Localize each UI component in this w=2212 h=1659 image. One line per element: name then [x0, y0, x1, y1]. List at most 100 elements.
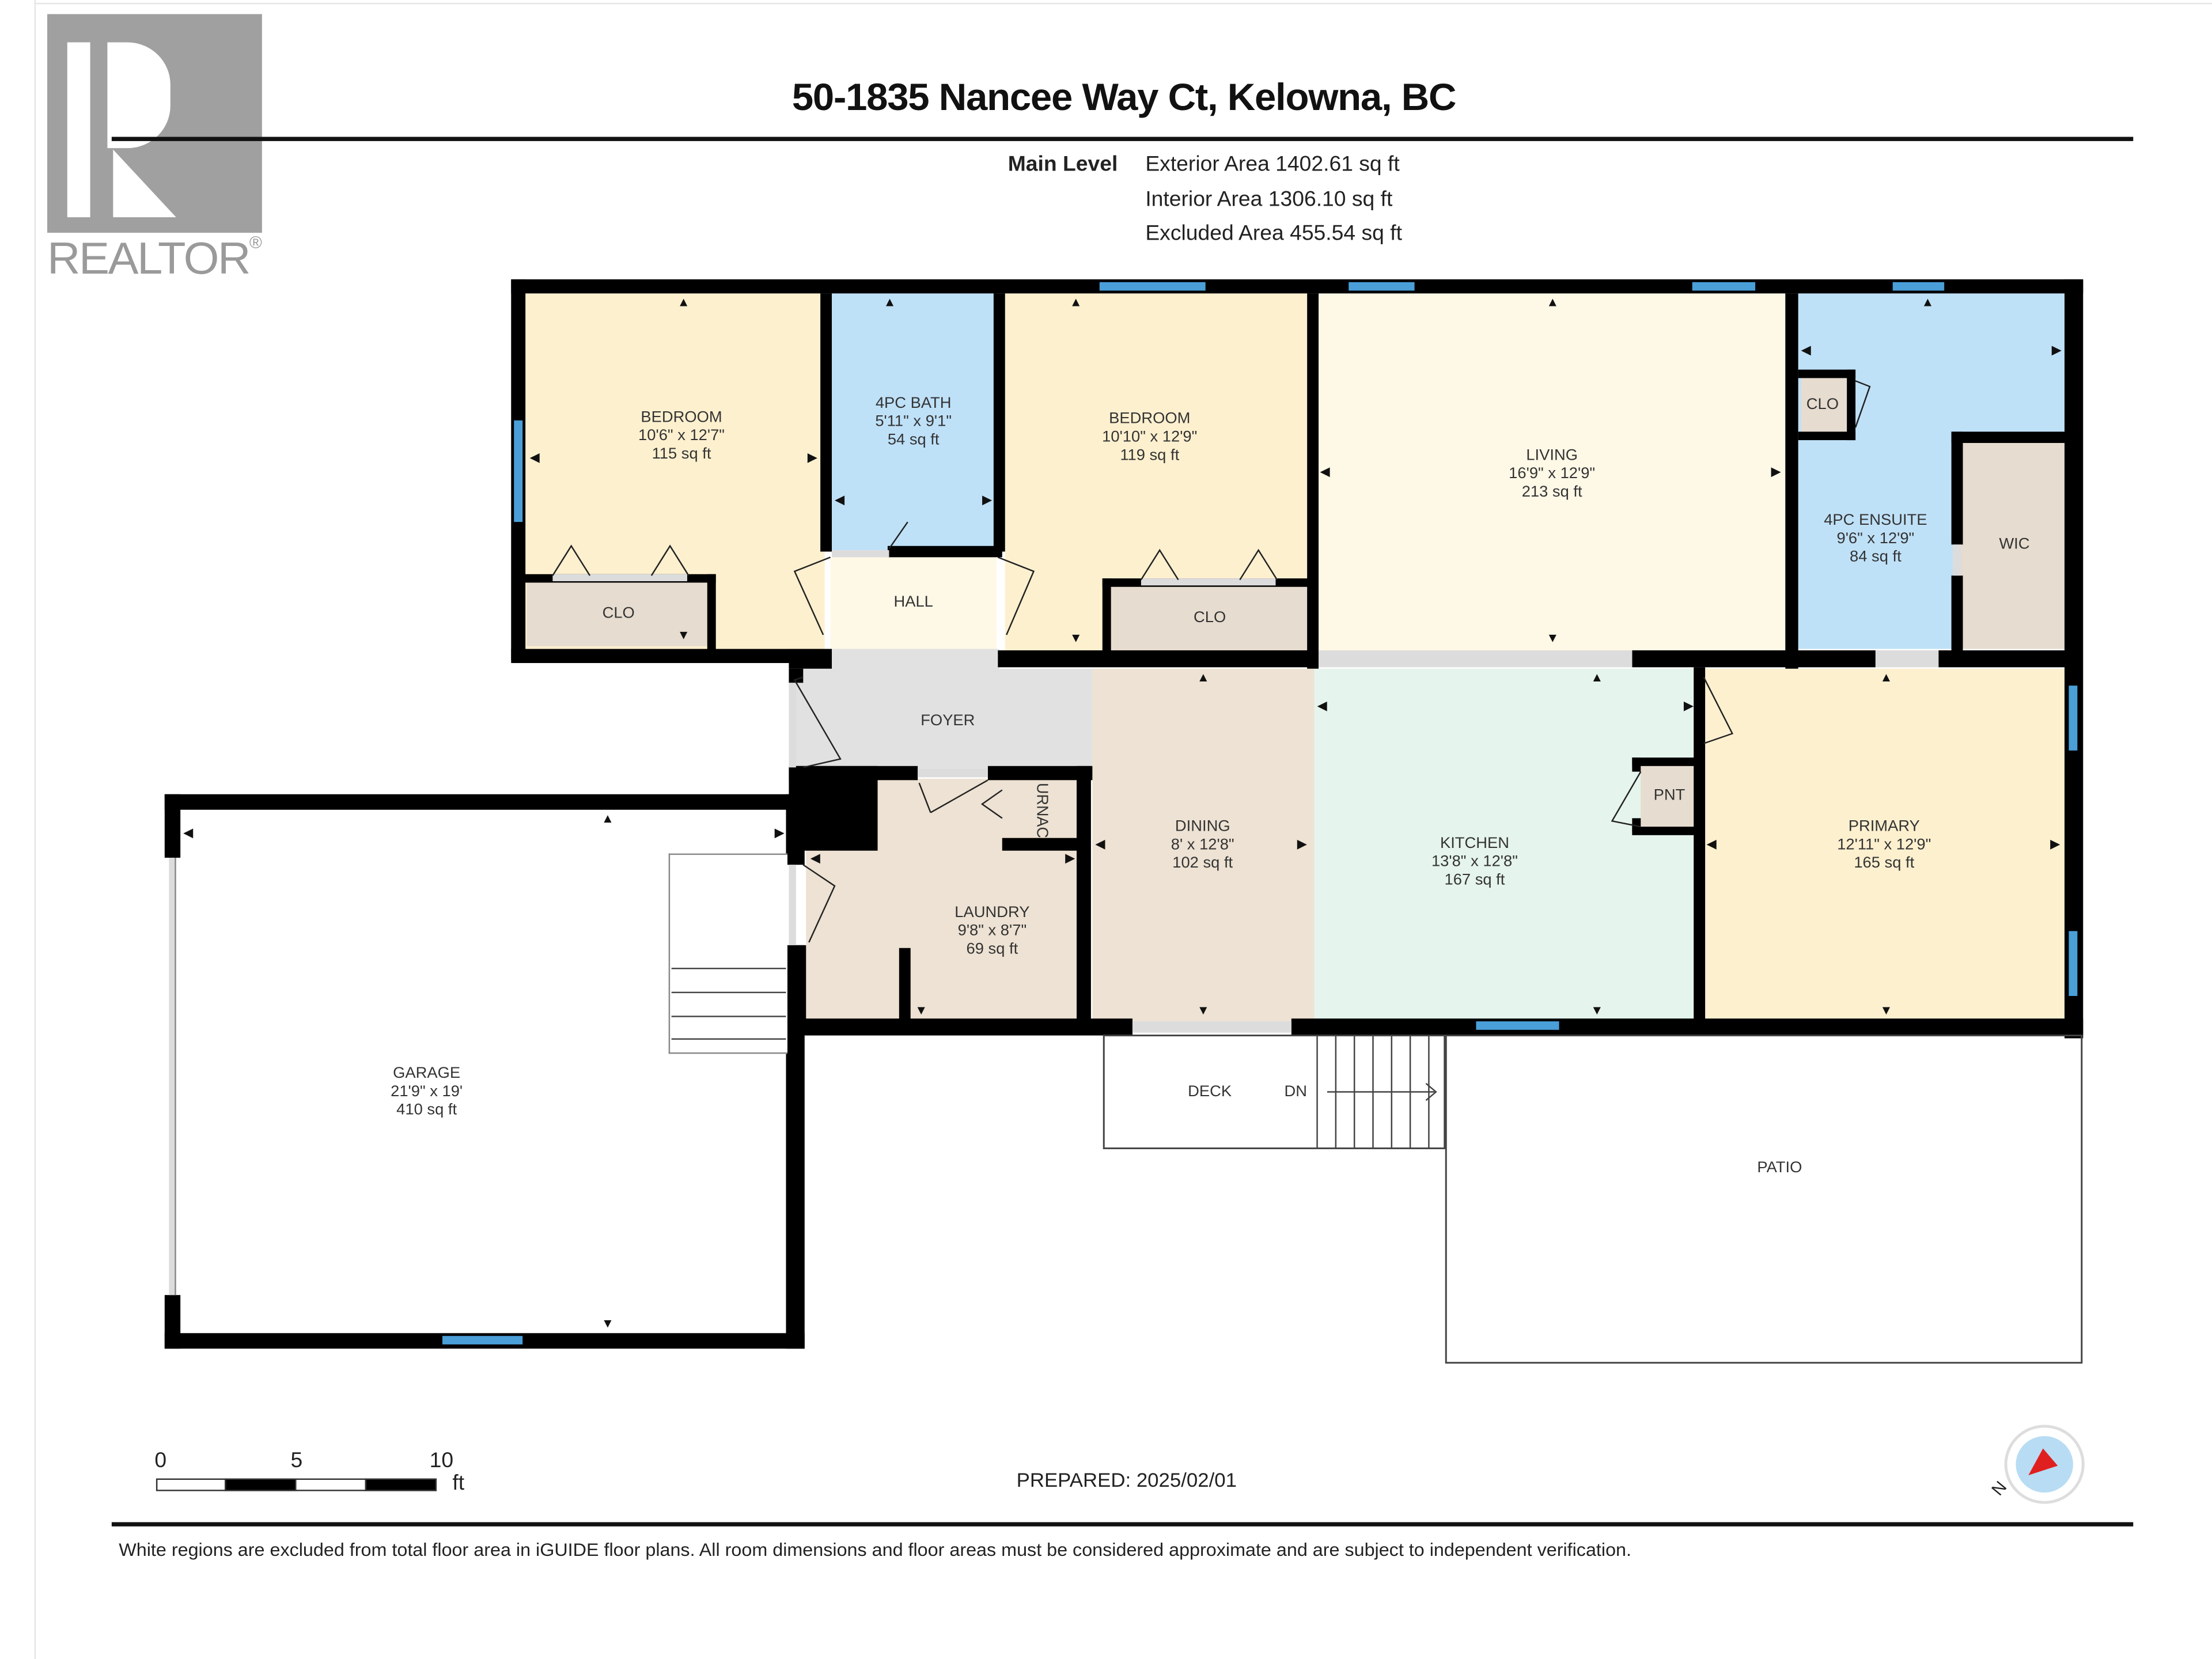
dimension-arrow: ◀ [529, 450, 540, 464]
room-dims: 9'8" x 8'7" [957, 922, 1027, 940]
wall [1291, 1018, 2084, 1036]
exterior-area: Exterior Area 1402.61 sq ft [1145, 152, 1400, 177]
door-opening[interactable] [1319, 650, 1633, 668]
dimension-arrow: ▼ [915, 1003, 928, 1017]
dimension-arrow: ▶ [807, 450, 817, 464]
dimension-arrow: ▼ [1590, 1003, 1604, 1017]
label-furnace: URNAC [1033, 783, 1051, 838]
room-name: DINING [1175, 818, 1230, 835]
room-area: 167 sq ft [1444, 872, 1505, 889]
dimension-arrow: ◀ [834, 492, 845, 507]
garage-entry-door[interactable] [789, 865, 796, 945]
wall [789, 766, 918, 781]
dimension-arrow: ▲ [1921, 294, 1934, 309]
wall [1951, 431, 2069, 443]
scale-bar-segment [294, 1478, 367, 1491]
door-opening[interactable] [832, 550, 889, 558]
dimension-arrow: ▲ [883, 294, 896, 309]
dimension-arrow: ▶ [1683, 698, 1694, 713]
wall [789, 668, 804, 683]
wall [707, 574, 716, 652]
wall [1002, 838, 1081, 851]
room-area: 69 sq ft [966, 941, 1018, 958]
label-primary: PRIMARY 12'11" x 12'9" 165 sq ft [1798, 818, 1970, 873]
dimension-arrow: ▶ [2050, 836, 2061, 851]
room-furnace [1002, 780, 1074, 840]
room-dims: 12'11" x 12'9" [1837, 836, 1931, 854]
wall [1798, 369, 1856, 378]
dimension-arrow: ▶ [774, 825, 785, 840]
realtor-logo [47, 14, 262, 233]
window [514, 420, 523, 522]
room-dims: 9'6" x 12'9" [1836, 530, 1915, 548]
window [1349, 282, 1415, 291]
wall [987, 766, 1093, 781]
room-4pc-bath [830, 293, 997, 551]
wall [1307, 293, 1319, 669]
label-deck: DECK [1188, 1083, 1232, 1101]
door-opening[interactable] [1875, 650, 1939, 668]
closet-door-opening[interactable] [1141, 578, 1276, 586]
door-opening[interactable] [1132, 1021, 1291, 1033]
wall [511, 279, 2084, 294]
room-dims: 10'10" x 12'9" [1102, 429, 1198, 446]
scale-bar-segment [225, 1478, 297, 1491]
label-closet-2: CLO [1194, 609, 1226, 627]
label-wic: WIC [1999, 536, 2030, 554]
label-ensuite-closet: CLO [1806, 396, 1839, 414]
label-kitchen: KITCHEN 13'8" x 12'8" 167 sq ft [1389, 835, 1560, 891]
garage-stair-landing [668, 853, 787, 1054]
label-dining: DINING 8' x 12'8" 102 sq ft [1117, 818, 1289, 873]
room-living [1317, 293, 1786, 652]
logo-r-leg [113, 149, 176, 218]
dimension-arrow: ◀ [810, 850, 820, 865]
dimension-arrow: ▲ [1069, 294, 1082, 309]
wall [511, 649, 830, 664]
wall [887, 546, 1002, 558]
room-foyer [794, 668, 1093, 774]
label-hall: HALL [893, 594, 933, 611]
label-living: LIVING 16'9" x 12'9" 213 sq ft [1466, 447, 1638, 502]
registered-mark: ® [249, 233, 262, 253]
dimension-arrow: ▶ [1065, 850, 1075, 865]
window [1892, 282, 1945, 291]
room-closet-2 [1111, 585, 1309, 650]
dimension-arrow: ▲ [1196, 670, 1210, 684]
window [1692, 282, 1756, 291]
label-bedroom-1: BEDROOM 10'6" x 12'7" 115 sq ft [596, 409, 767, 464]
scale-label-0: 0 [154, 1449, 167, 1473]
dimension-arrow: ▲ [1546, 294, 1559, 309]
frame-border-left [34, 0, 36, 1659]
label-pantry: PNT [1653, 787, 1685, 804]
wall [820, 293, 832, 552]
label-4pc-bath: 4PC BATH 5'11" x 9'1" 54 sq ft [828, 395, 999, 450]
front-door-opening[interactable] [789, 683, 796, 768]
compass-dial [2016, 1436, 2073, 1493]
window [2069, 931, 2078, 996]
room-area: 165 sq ft [1854, 855, 1915, 872]
scale-label-5: 5 [290, 1449, 303, 1473]
room-wic [1961, 442, 2065, 649]
wall [786, 794, 805, 865]
room-kitchen [1314, 668, 1701, 1022]
dimension-arrow: ▶ [982, 492, 993, 507]
frame-border-top [34, 2, 2212, 5]
dimension-arrow: ▼ [1880, 1003, 1893, 1017]
garage-door[interactable] [169, 857, 176, 1296]
room-area: 119 sq ft [1120, 447, 1180, 464]
wall [789, 649, 832, 669]
door-opening[interactable] [918, 768, 988, 778]
label-closet-1: CLO [602, 605, 635, 623]
window [442, 1336, 523, 1344]
window [1099, 282, 1206, 291]
room-pantry [1641, 763, 1698, 830]
footer-divider [111, 1522, 2134, 1527]
room-area: 54 sq ft [887, 431, 940, 449]
wall [1632, 757, 1641, 772]
door-opening[interactable] [1953, 544, 1961, 576]
dimension-arrow: ◀ [1320, 464, 1330, 479]
wall [1632, 757, 1701, 766]
closet-door-opening[interactable] [552, 574, 687, 581]
room-dims: 21'9" x 19' [391, 1083, 463, 1101]
